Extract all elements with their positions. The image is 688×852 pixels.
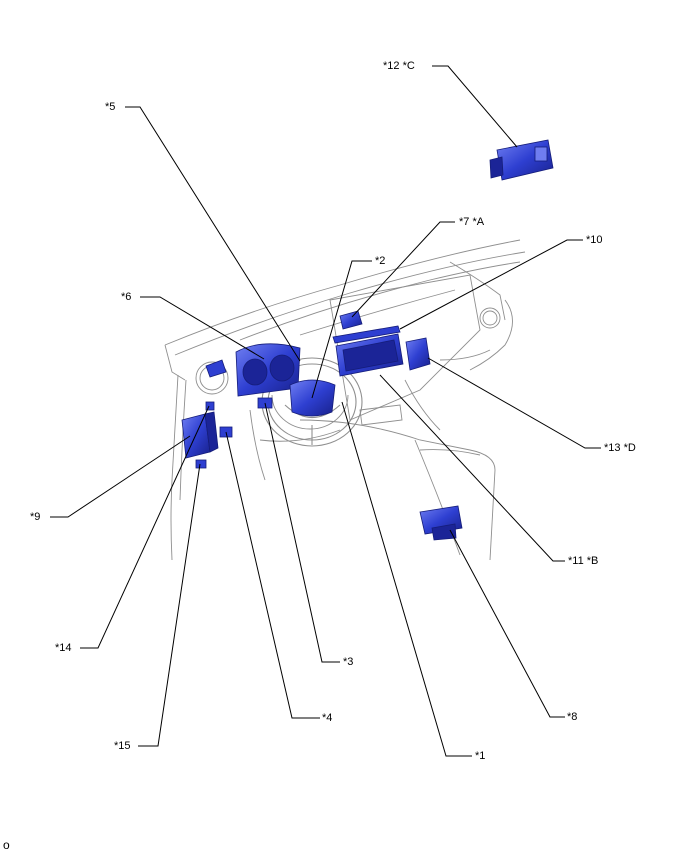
callout-4: *4 [322,712,333,724]
component-c10 [332,325,401,344]
footer-mark: o [3,838,10,852]
leader-c3 [264,402,340,663]
leader-c4 [225,431,320,719]
component-c9 [181,411,219,459]
component-c15 [195,459,207,469]
leader-c10 [399,239,583,330]
callout-6: *6 [121,291,132,303]
leader-c7 [351,221,455,318]
callout-10: *10 [586,234,603,246]
component-c12 [489,139,554,181]
callout-5: *5 [105,101,116,113]
leader-c6 [140,296,265,360]
leader-c5 [125,106,301,362]
component-shapes [181,139,554,541]
leader-c1 [341,401,472,757]
component-c13 [405,337,431,371]
callout-9: *9 [30,511,41,523]
callout-7: *7 *A [459,216,485,228]
leader-c11 [379,374,565,562]
component-c5 [205,359,227,378]
callout-15: *15 [114,740,131,752]
leader-c14 [80,405,210,649]
callout-8: *8 [567,711,578,723]
callout-11: *11 *B [568,555,599,567]
component-c14 [205,401,215,411]
component-c11 [335,333,404,377]
leader-c12 [432,65,518,148]
callout-3: *3 [343,656,354,668]
leader-c15 [138,463,201,747]
callout-1: *1 [475,750,486,762]
leader-lines [50,65,601,757]
leader-c13 [427,357,601,449]
leader-c8 [449,529,565,718]
leader-c2 [311,260,372,399]
dashboard-outline [164,239,526,561]
callout-14: *14 [55,642,72,654]
callout-2: *2 [375,255,386,267]
component-c7 [339,310,363,330]
callout-13: *13 *D [604,442,636,454]
callout-12: *12 *C [383,60,415,72]
component-c6 [235,343,301,397]
component-c8 [419,505,463,541]
leader-c9 [50,435,191,518]
